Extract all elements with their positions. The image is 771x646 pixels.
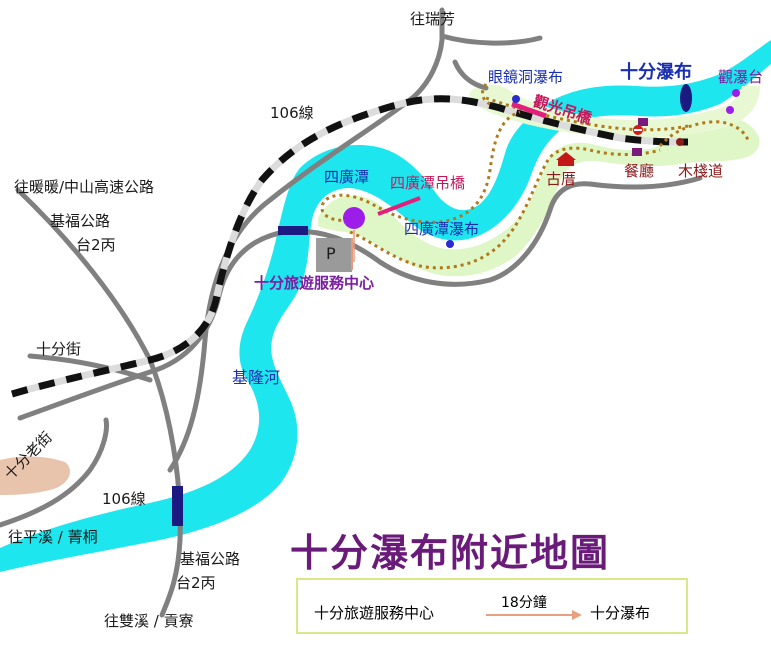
keelung-river [0,40,771,572]
label-jifu-top: 基福公路 [50,212,111,230]
visitor-center-marker-icon [343,207,365,229]
label-line106-top: 106線 [270,104,314,122]
label-sigunagtan-falls: 四廣潭瀑布 [404,220,480,238]
boardwalk-end-icon [676,138,684,146]
label-visitor-center: 十分旅遊服務中心 [254,274,375,292]
label-line106-bottom: 106線 [102,490,146,508]
label-guanpu-platform: 觀瀑台 [718,68,764,86]
label-shuangxi: 往雙溪 / 貢寮 [104,612,194,630]
arrow-icon [486,610,582,620]
yanjingdong-dot-icon [512,95,520,103]
platform-dot2-icon [726,106,734,114]
shop-icon [638,118,648,126]
legend-from: 十分旅遊服務中心 [314,604,435,622]
label-jifu-bottom: 基福公路 [180,550,241,568]
platform-dot-icon [732,89,740,97]
label-gucuo: 古厝 [546,170,577,188]
old-street-zone [0,456,70,495]
legend-box: 十分旅遊服務中心 18分鐘 十分瀑布 [296,578,688,634]
map-title: 十分瀑布附近地圖 [290,531,611,575]
old-house-icon [556,152,576,166]
trail-zone-upper [469,84,760,138]
shifen-falls-marker [680,84,692,112]
label-restaurant: 餐廳 [624,162,655,180]
label-shifen-falls: 十分瀑布 [620,62,692,83]
parking-icon [316,238,352,272]
label-tai2bing-bottom: 台2丙 [176,574,216,592]
label-parking: P [326,244,336,263]
road-bridge-bottom [172,486,183,526]
roads [0,7,703,618]
label-ruifang: 往瑞芳 [410,10,456,28]
road-bridge-top [278,226,308,235]
label-nuannuan: 往暖暖/中山高速公路 [14,178,155,196]
legend-time: 18分鐘 [501,595,547,611]
tourist-suspension-bridge [511,101,547,119]
label-sigunagtan: 四廣潭 [324,168,370,186]
label-shifen-street: 十分街 [36,340,82,358]
label-boardwalk: 木棧道 [678,162,724,180]
label-keelung-river: 基隆河 [232,368,281,387]
sigunagtan-falls-dot-icon [446,240,454,248]
trail-zone-lower [318,116,760,277]
label-tai2bing-top: 台2丙 [76,236,116,254]
sigunagtan-suspension-bridge [377,196,421,216]
label-yanjingdong: 眼鏡洞瀑布 [488,68,564,86]
legend-to: 十分瀑布 [590,604,651,622]
no-entry-icon [633,125,643,135]
label-sigunagtan-bridge: 四廣潭吊橋 [390,174,466,192]
label-pingxi: 往平溪 / 菁桐 [8,528,98,546]
restaurant-icon [632,148,642,156]
hiking-trail [320,83,750,270]
